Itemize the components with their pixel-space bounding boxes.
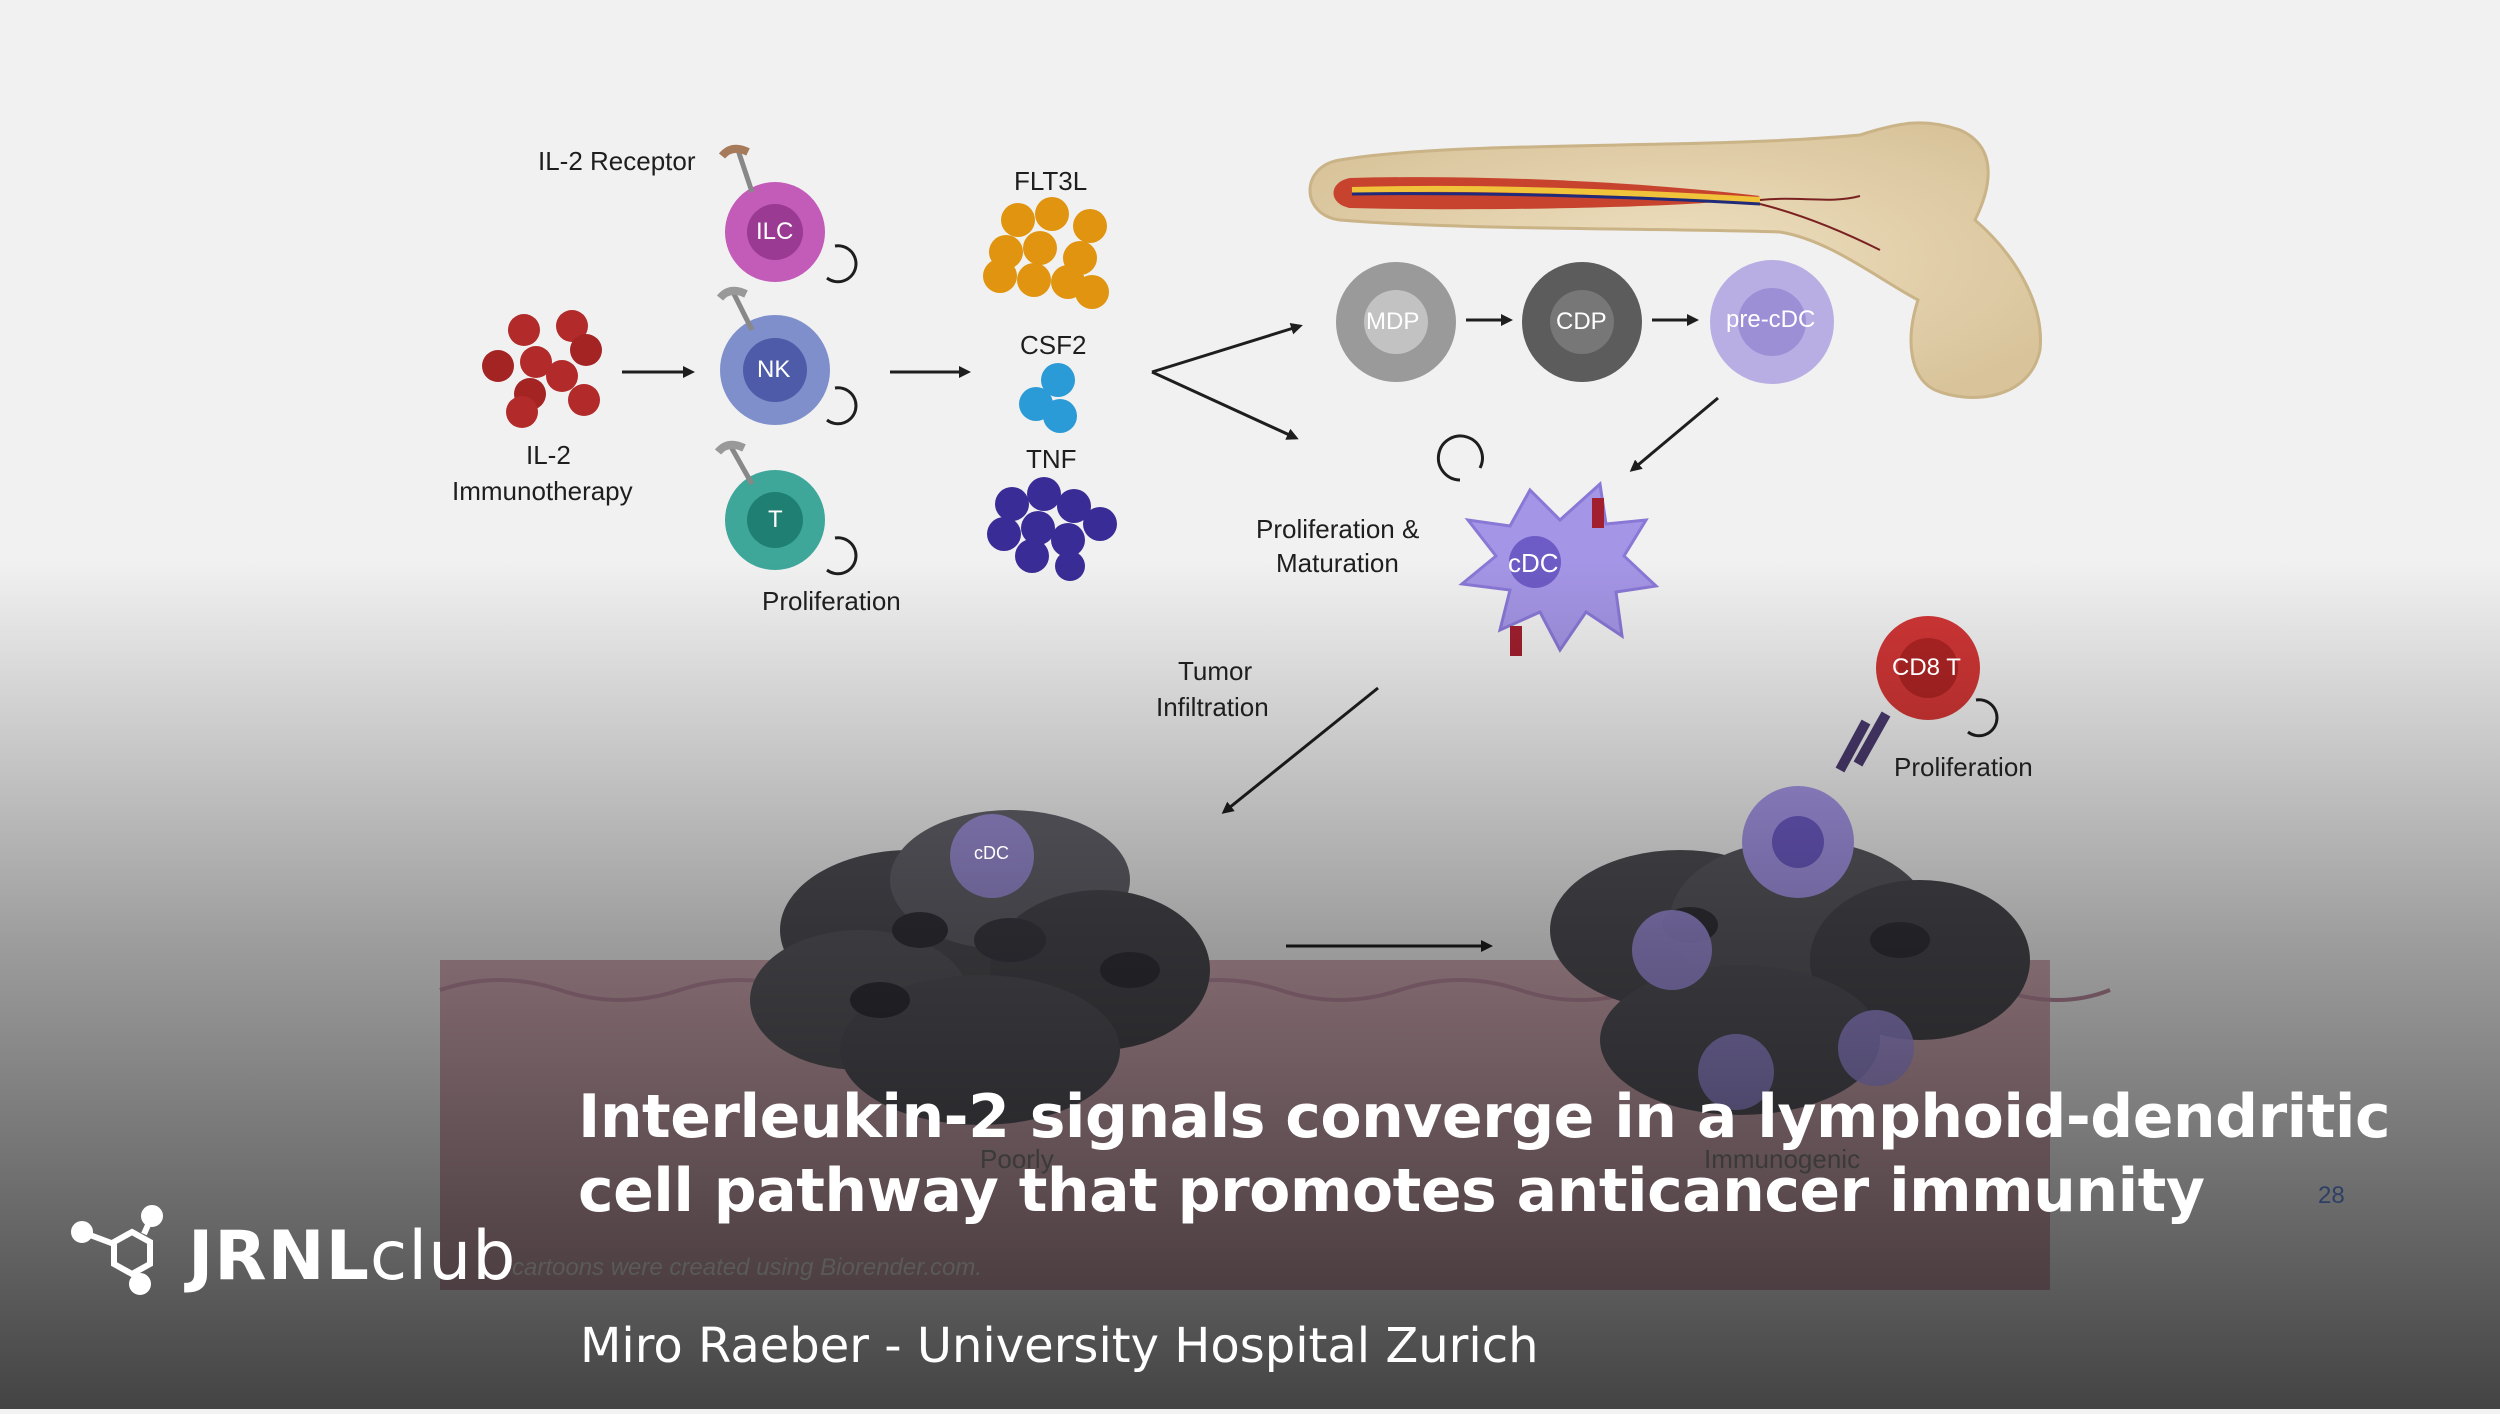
poorly-label: Poorly xyxy=(980,1144,1054,1174)
cd8t-label: CD8 T xyxy=(1892,654,1961,681)
jrnl-molecule-icon xyxy=(71,1205,163,1295)
pre-cdc-cell xyxy=(1710,260,1834,384)
arrow-to-bone-marrow xyxy=(1151,322,1303,374)
proliferation-maturation-label-2: Maturation xyxy=(1276,548,1399,578)
video-title-line-1: Interleukin-2 signals converge in a lymp… xyxy=(578,1082,2391,1152)
bone-illustration xyxy=(1308,121,2042,399)
proliferation-maturation-label-1: Proliferation & xyxy=(1256,514,1420,544)
overlay-gradient xyxy=(0,560,2500,1409)
tumor-infiltration-label-1: Tumor xyxy=(1178,656,1253,686)
flt3l-cluster xyxy=(983,197,1109,309)
speaker-caption: Miro Raeber - University Hospital Zurich xyxy=(580,1318,1539,1374)
immunotherapy-label: Immunotherapy xyxy=(452,476,633,506)
biorender-credit: cartoons were created using Biorender.co… xyxy=(512,1254,983,1281)
jrnl-club-wordmark: JRNLclub xyxy=(188,1217,516,1296)
mdp-label: MDP xyxy=(1366,308,1420,335)
tnf-label: TNF xyxy=(1026,444,1077,474)
tnf-cluster xyxy=(987,477,1117,581)
mdp-cell xyxy=(1336,262,1456,382)
video-title-line-2: cell pathway that promotes anticancer im… xyxy=(578,1156,2205,1226)
page-number: 28 xyxy=(2318,1182,2345,1209)
t-label: T xyxy=(768,506,783,533)
cdp-cell xyxy=(1522,262,1642,382)
il2-label: IL-2 xyxy=(526,440,571,470)
cdc-tumor-label: cDC xyxy=(974,843,1009,863)
jrnl-club-logo: JRNLclub xyxy=(70,1195,520,1305)
immunogenic-label: Immunogenic xyxy=(1704,1144,1861,1174)
brand-bold: JRNL xyxy=(188,1217,370,1296)
flt3l-label: FLT3L xyxy=(1014,166,1088,196)
proliferation-right-label: Proliferation xyxy=(1894,752,2033,782)
tumor-infiltration-label-2: Infiltration xyxy=(1156,692,1269,722)
csf2-cluster xyxy=(1019,363,1077,433)
cdc-label: cDC xyxy=(1508,548,1559,578)
ilc-cell xyxy=(718,144,858,284)
brand-light: club xyxy=(369,1217,517,1296)
ilc-label: ILC xyxy=(756,218,794,245)
nk-cell xyxy=(716,286,858,426)
arrow-precdc-to-cdc xyxy=(1629,396,1719,472)
video-title: Interleukin-2 signals converge in a lymp… xyxy=(578,1080,2458,1228)
proliferation-left-label: Proliferation xyxy=(762,586,901,616)
arrow-to-cdc xyxy=(1151,370,1299,440)
nk-label: NK xyxy=(757,356,791,383)
pre-cdc-label: pre-cDC xyxy=(1726,306,1816,333)
csf2-label: CSF2 xyxy=(1020,330,1087,360)
cdp-label: CDP xyxy=(1556,308,1607,335)
il2-molecule-cluster xyxy=(482,310,602,428)
il2-receptor-label: IL-2 Receptor xyxy=(538,146,696,176)
